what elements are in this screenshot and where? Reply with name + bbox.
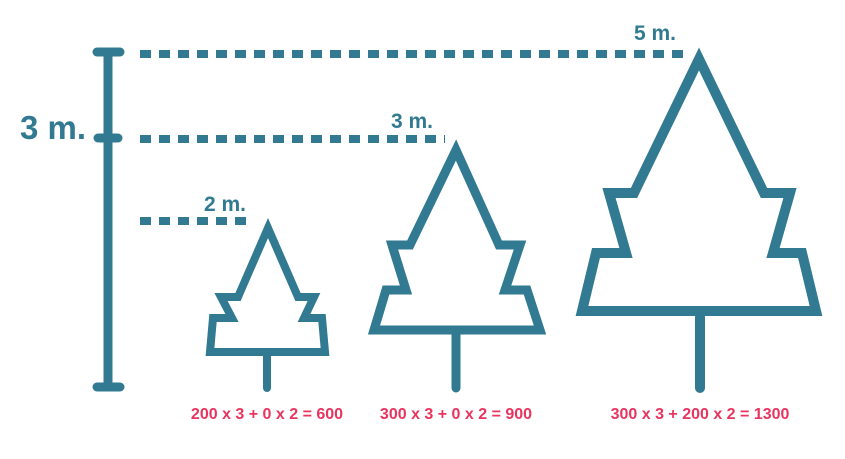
formula-tree-3: 300 x 3 + 200 x 2 = 1300 (611, 406, 790, 423)
tree-small-icon (205, 217, 330, 392)
scale-bar (92, 47, 125, 392)
tree-large-icon (575, 47, 823, 393)
height-label-tree-3: 5 m. (634, 22, 676, 45)
height-label-tree-2: 3 m. (391, 110, 433, 133)
formula-tree-1: 200 x 3 + 0 x 2 = 600 (191, 406, 343, 423)
scale-label: 3 m. (20, 109, 86, 146)
height-label-tree-1: 2 m. (204, 193, 246, 216)
formula-tree-2: 300 x 3 + 0 x 2 = 900 (380, 406, 532, 423)
height-guides (140, 50, 690, 225)
tree-medium-icon (367, 139, 547, 393)
